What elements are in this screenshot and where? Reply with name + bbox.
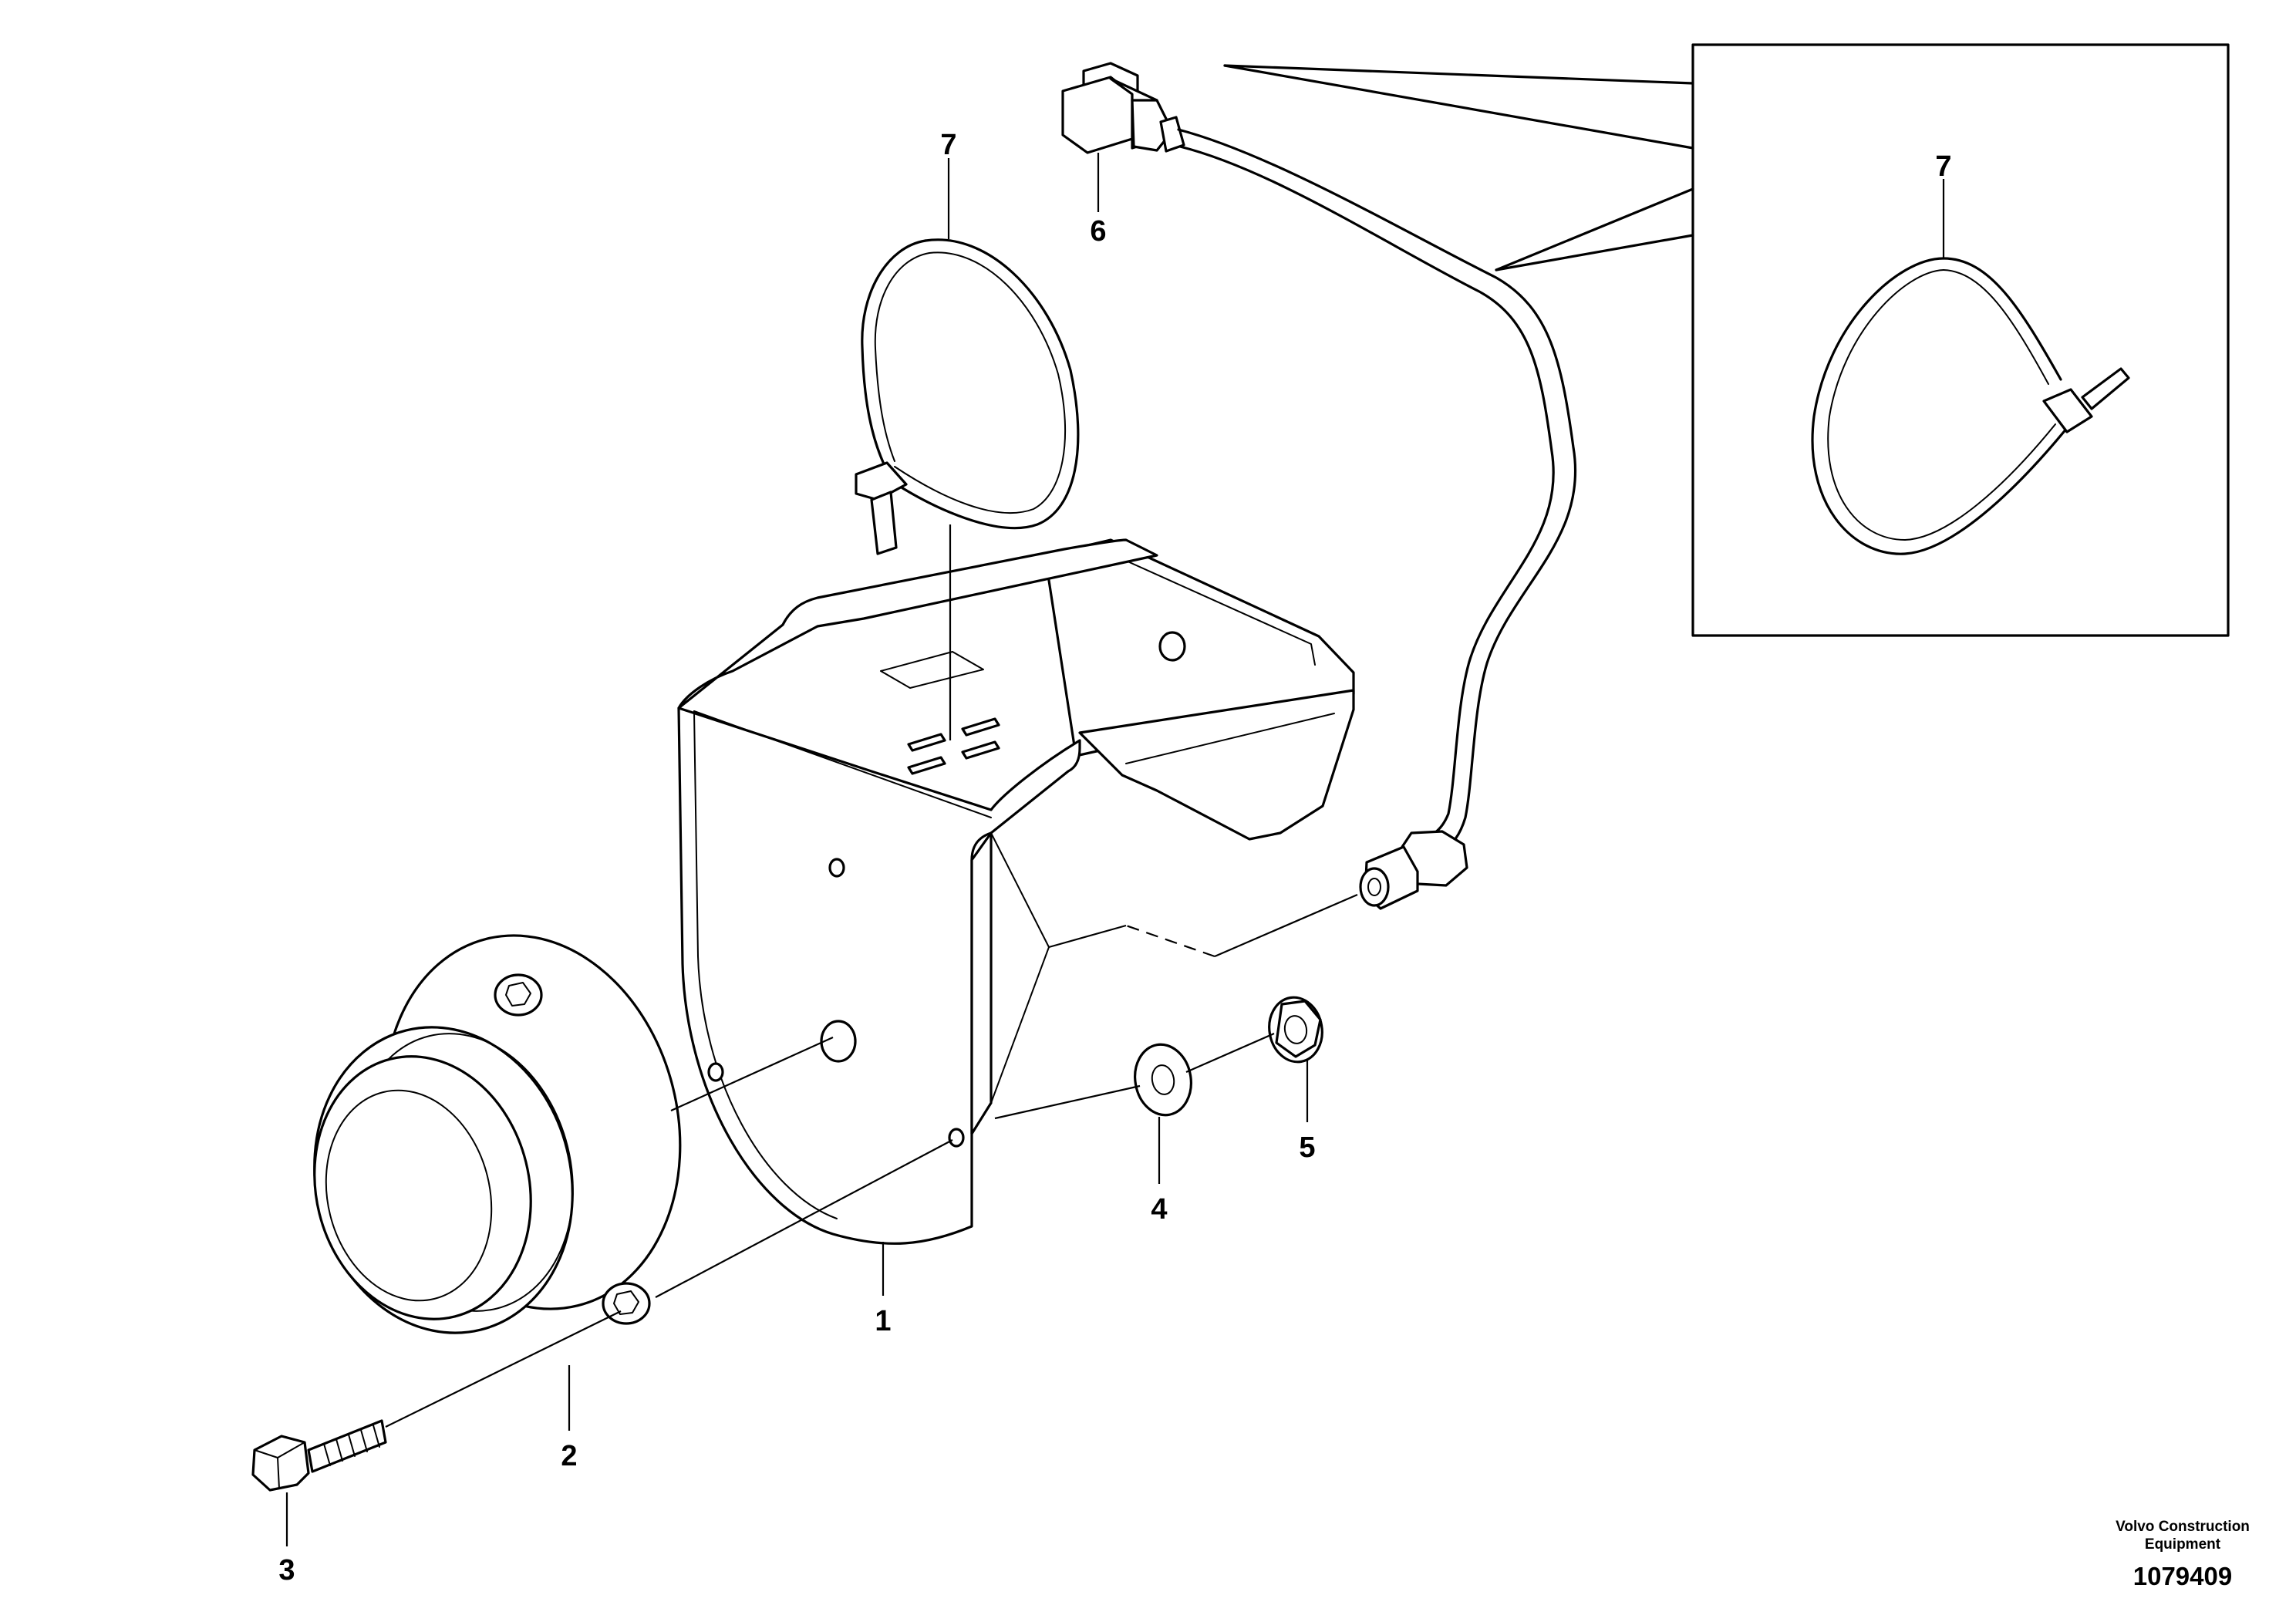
cable-tie-detail-icon <box>1811 257 2130 555</box>
plug-connector-icon <box>1061 62 1185 154</box>
callout-nut: 5 <box>1299 1131 1315 1164</box>
callout-cable: 6 <box>1090 215 1106 248</box>
sensor-fitting-icon <box>1359 830 1468 910</box>
indicator-lamp <box>313 934 682 1334</box>
callout-screw: 3 <box>278 1554 295 1587</box>
bracket <box>677 538 1355 1245</box>
brand-line-1: Volvo Construction <box>2116 1519 2250 1535</box>
callout-bracket: 1 <box>875 1305 891 1337</box>
cable-tie-icon <box>855 238 1080 555</box>
callout-cable-tie: 7 <box>940 129 956 161</box>
callout-cable-tie-detail: 7 <box>1935 150 1951 183</box>
hex-socket-icon <box>602 1282 651 1325</box>
cable-assembly <box>1048 62 1577 958</box>
detail-inset <box>1223 43 2230 637</box>
hex-socket-icon <box>494 973 543 1017</box>
flange-nut-icon <box>1268 996 1323 1064</box>
callout-washer: 4 <box>1151 1193 1167 1226</box>
washer-icon <box>1134 1043 1192 1117</box>
callout-lamp: 2 <box>561 1440 577 1472</box>
document-number: 1079409 <box>2133 1562 2232 1590</box>
brand-line-2: Equipment <box>2145 1536 2221 1553</box>
callout-leaders <box>285 153 1309 1546</box>
screw-icon <box>251 1419 387 1492</box>
